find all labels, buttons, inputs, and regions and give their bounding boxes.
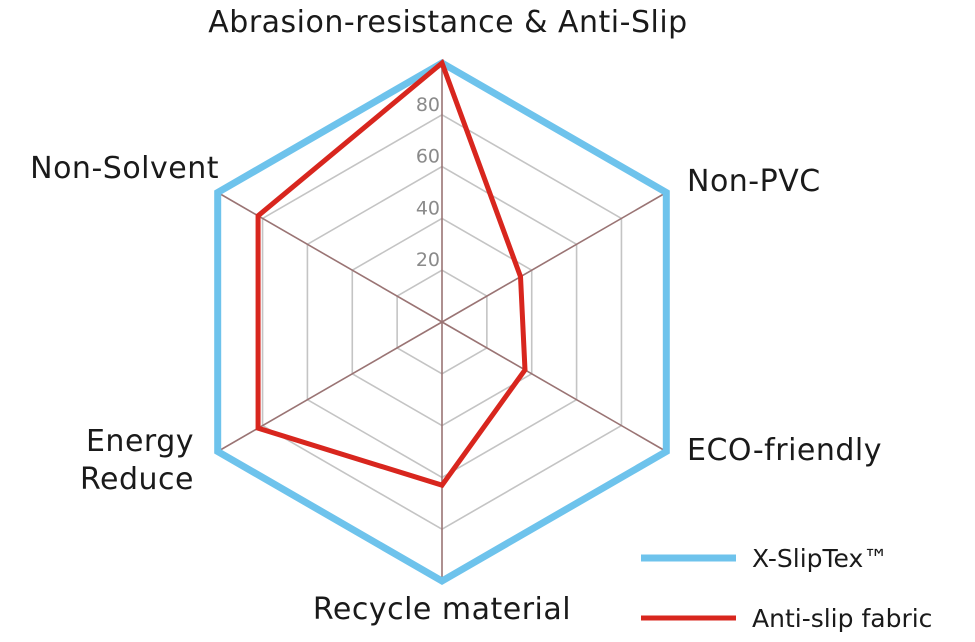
axis-spoke — [217, 191, 443, 323]
axis-label-1: Non-PVC — [687, 164, 821, 199]
axis-spoke — [441, 191, 667, 323]
series-polygon-1 — [255, 58, 528, 489]
axis-label-0: Abrasion-resistance & Anti-Slip — [208, 5, 687, 40]
axis-label-2: ECO-friendly — [687, 433, 882, 468]
legend-label-1: Anti-slip fabric — [752, 604, 932, 633]
axis-label-5: Non-Solvent — [30, 151, 219, 186]
tick-label: 20 — [416, 249, 440, 271]
legend-label-0: X-SlipTex™ — [752, 544, 888, 573]
series-layer — [214, 58, 670, 586]
tick-label: 40 — [416, 197, 440, 219]
tick-label: 60 — [416, 146, 440, 168]
axis-spoke — [217, 321, 443, 453]
series-polygon-0 — [214, 58, 670, 586]
axis-spoke — [441, 321, 667, 453]
axis-label-3: Recycle material — [313, 592, 571, 627]
legend: X-SlipTex™ Anti-slip fabric — [641, 544, 932, 633]
spoke-layer — [217, 63, 667, 581]
tick-labels: 20 40 60 80 — [416, 94, 440, 271]
tick-label: 80 — [416, 94, 440, 116]
